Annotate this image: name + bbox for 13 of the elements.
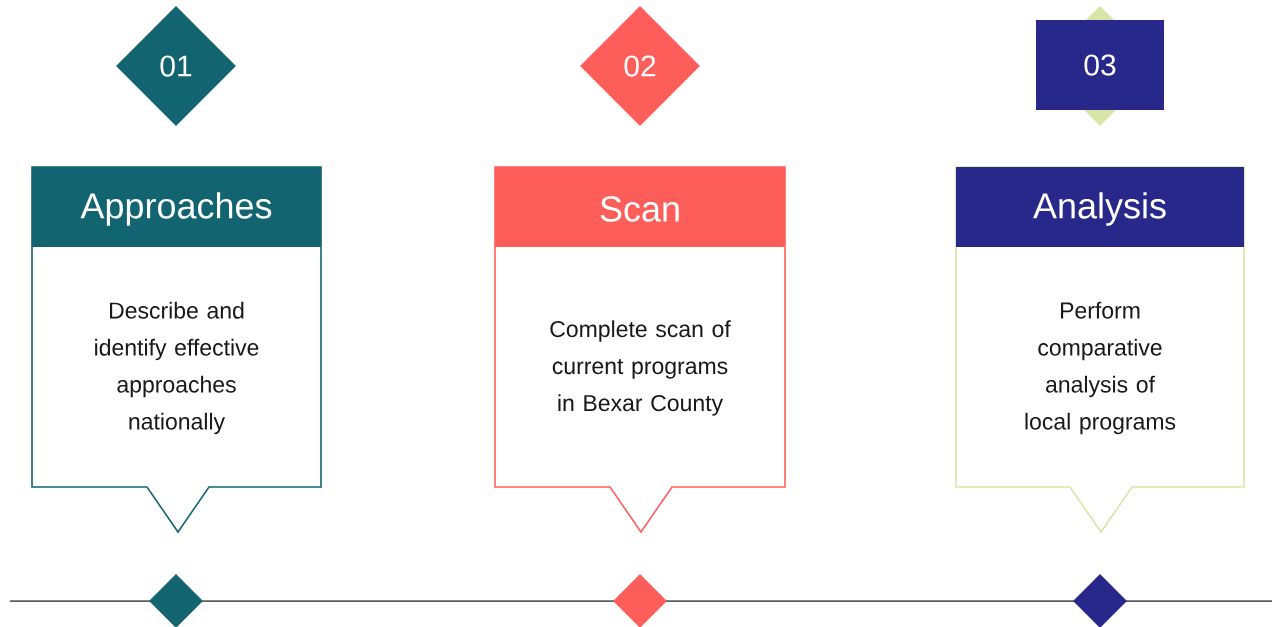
callout-box (31, 166, 322, 534)
callout-box (955, 166, 1245, 534)
heading-text: Analysis (1033, 192, 1166, 226)
callout-box (494, 166, 786, 534)
heading-text: Scan (600, 196, 679, 222)
number-badge: 03 (1036, 6, 1164, 126)
timeline-diamond (1073, 574, 1127, 627)
body-text: Perform comparative analysis of local programs (1025, 301, 1176, 435)
timeline-diamond (149, 574, 203, 627)
heading-text: Approaches (80, 192, 272, 226)
body-text: Complete scan of current programs in Bexar County (550, 320, 731, 416)
body-text: Describe and identify effective approaches nationally (95, 301, 259, 435)
timeline-diamond (613, 574, 667, 627)
